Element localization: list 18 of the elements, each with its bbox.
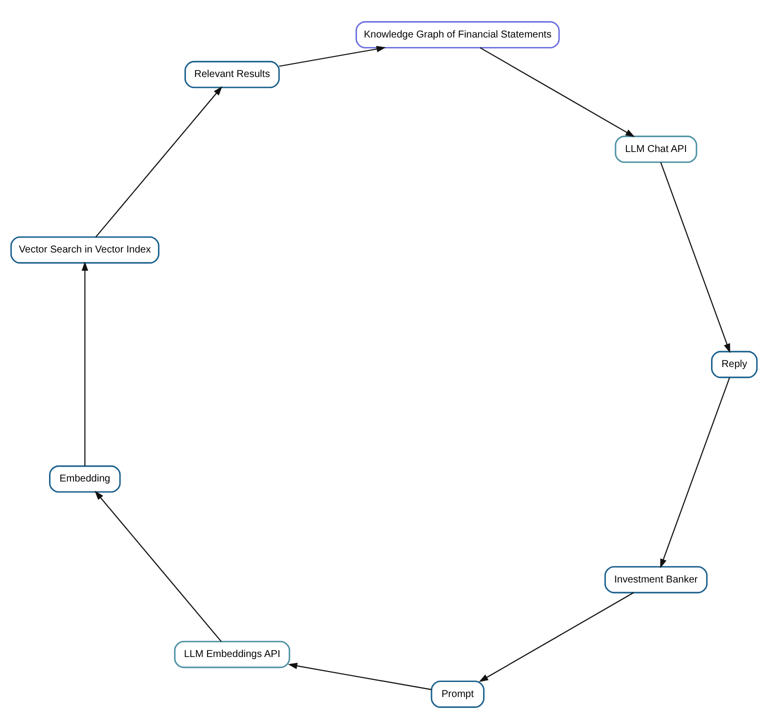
arrow <box>480 46 635 137</box>
arrow <box>288 662 432 690</box>
node-box: LLM Embeddings API <box>174 640 290 668</box>
node-box: Reply <box>711 350 758 378</box>
node-box: Relevant Results <box>184 60 280 88</box>
arrow <box>82 260 88 466</box>
arrow <box>279 45 386 66</box>
node-box: Prompt <box>430 680 485 708</box>
node-box: LLM Chat API <box>614 135 698 162</box>
node-box: Investment Banker <box>604 566 708 593</box>
arrow <box>660 162 730 353</box>
arrow <box>94 490 222 642</box>
node-box: Embedding <box>49 464 121 492</box>
arrow <box>478 592 634 682</box>
node-box: Knowledge Graph of Financial Statements <box>356 20 560 48</box>
arrow <box>660 376 730 568</box>
node-box: Vector Search in Vector Index <box>10 236 160 264</box>
arrow <box>95 86 222 237</box>
